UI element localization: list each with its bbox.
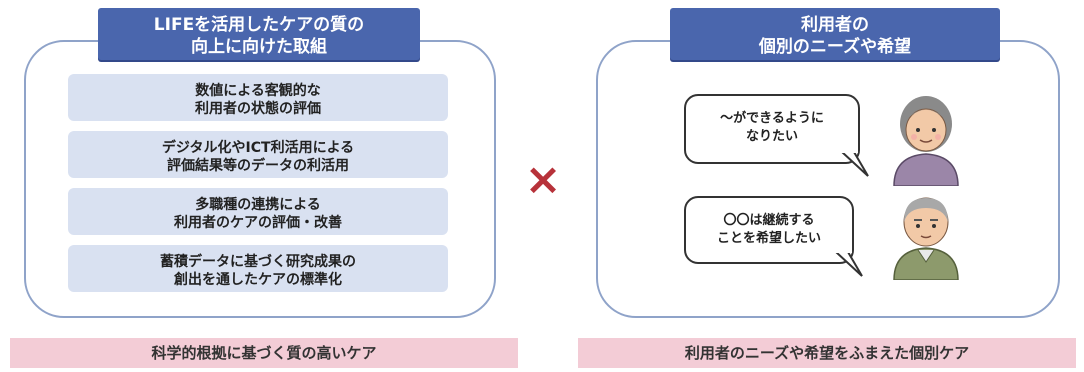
right-header-line2: 個別のニーズや希望 (758, 37, 912, 57)
left-item-3-line1: 多職種の連携による (195, 197, 321, 213)
left-header-line2: 向上に向けた取組 (191, 37, 327, 57)
left-header-line1: LIFEを活用したケアの質の (153, 15, 365, 35)
speech-bubble-1: ～ができるように なりたい (684, 94, 860, 164)
left-item-3: 多職種の連携による 利用者のケアの評価・改善 (68, 188, 448, 235)
speech-bubble-1-line1: ～ができるように (720, 111, 824, 126)
right-header: 利用者の 個別のニーズや希望 (670, 8, 1000, 60)
speech-bubble-2-line2: ことを希望したい (716, 231, 821, 246)
speech-bubble-2: 〇〇は継続する ことを希望したい (684, 196, 854, 264)
right-panel (596, 40, 1060, 318)
left-item-4: 蓄積データに基づく研究成果の 創出を通したケアの標準化 (68, 245, 448, 292)
bubble-2-tail (834, 250, 863, 277)
left-item-2-line2: 評価結果等のデータの利活用 (167, 158, 349, 174)
left-footer-banner: 科学的根拠に基づく質の高いケア (10, 338, 518, 368)
left-item-3-line2: 利用者のケアの評価・改善 (174, 215, 342, 231)
right-header-line1: 利用者の (801, 15, 869, 35)
elderly-man-icon (893, 197, 959, 280)
left-item-2-line1: デジタル化やICT利活用による (161, 140, 355, 156)
elderly-woman-icon (893, 96, 959, 186)
left-item-1: 数値による客観的な 利用者の状態の評価 (68, 74, 448, 121)
left-item-1-line2: 利用者の状態の評価 (195, 101, 321, 117)
speech-bubble-1-line2: なりたい (745, 129, 798, 144)
left-item-4-line1: 蓄積データに基づく研究成果の (160, 254, 356, 270)
left-header: LIFEを活用したケアの質の 向上に向けた取組 (98, 8, 420, 60)
left-item-2: デジタル化やICT利活用による 評価結果等のデータの利活用 (68, 131, 448, 178)
bubble-1-tail (840, 150, 869, 177)
left-item-1-line1: 数値による客観的な (195, 83, 321, 99)
right-footer-banner: 利用者のニーズや希望をふまえた個別ケア (578, 338, 1076, 368)
multiply-icon: × (524, 154, 562, 205)
left-item-4-line2: 創出を通したケアの標準化 (174, 272, 342, 288)
speech-bubble-2-line1: 〇〇は継続する (723, 213, 815, 228)
